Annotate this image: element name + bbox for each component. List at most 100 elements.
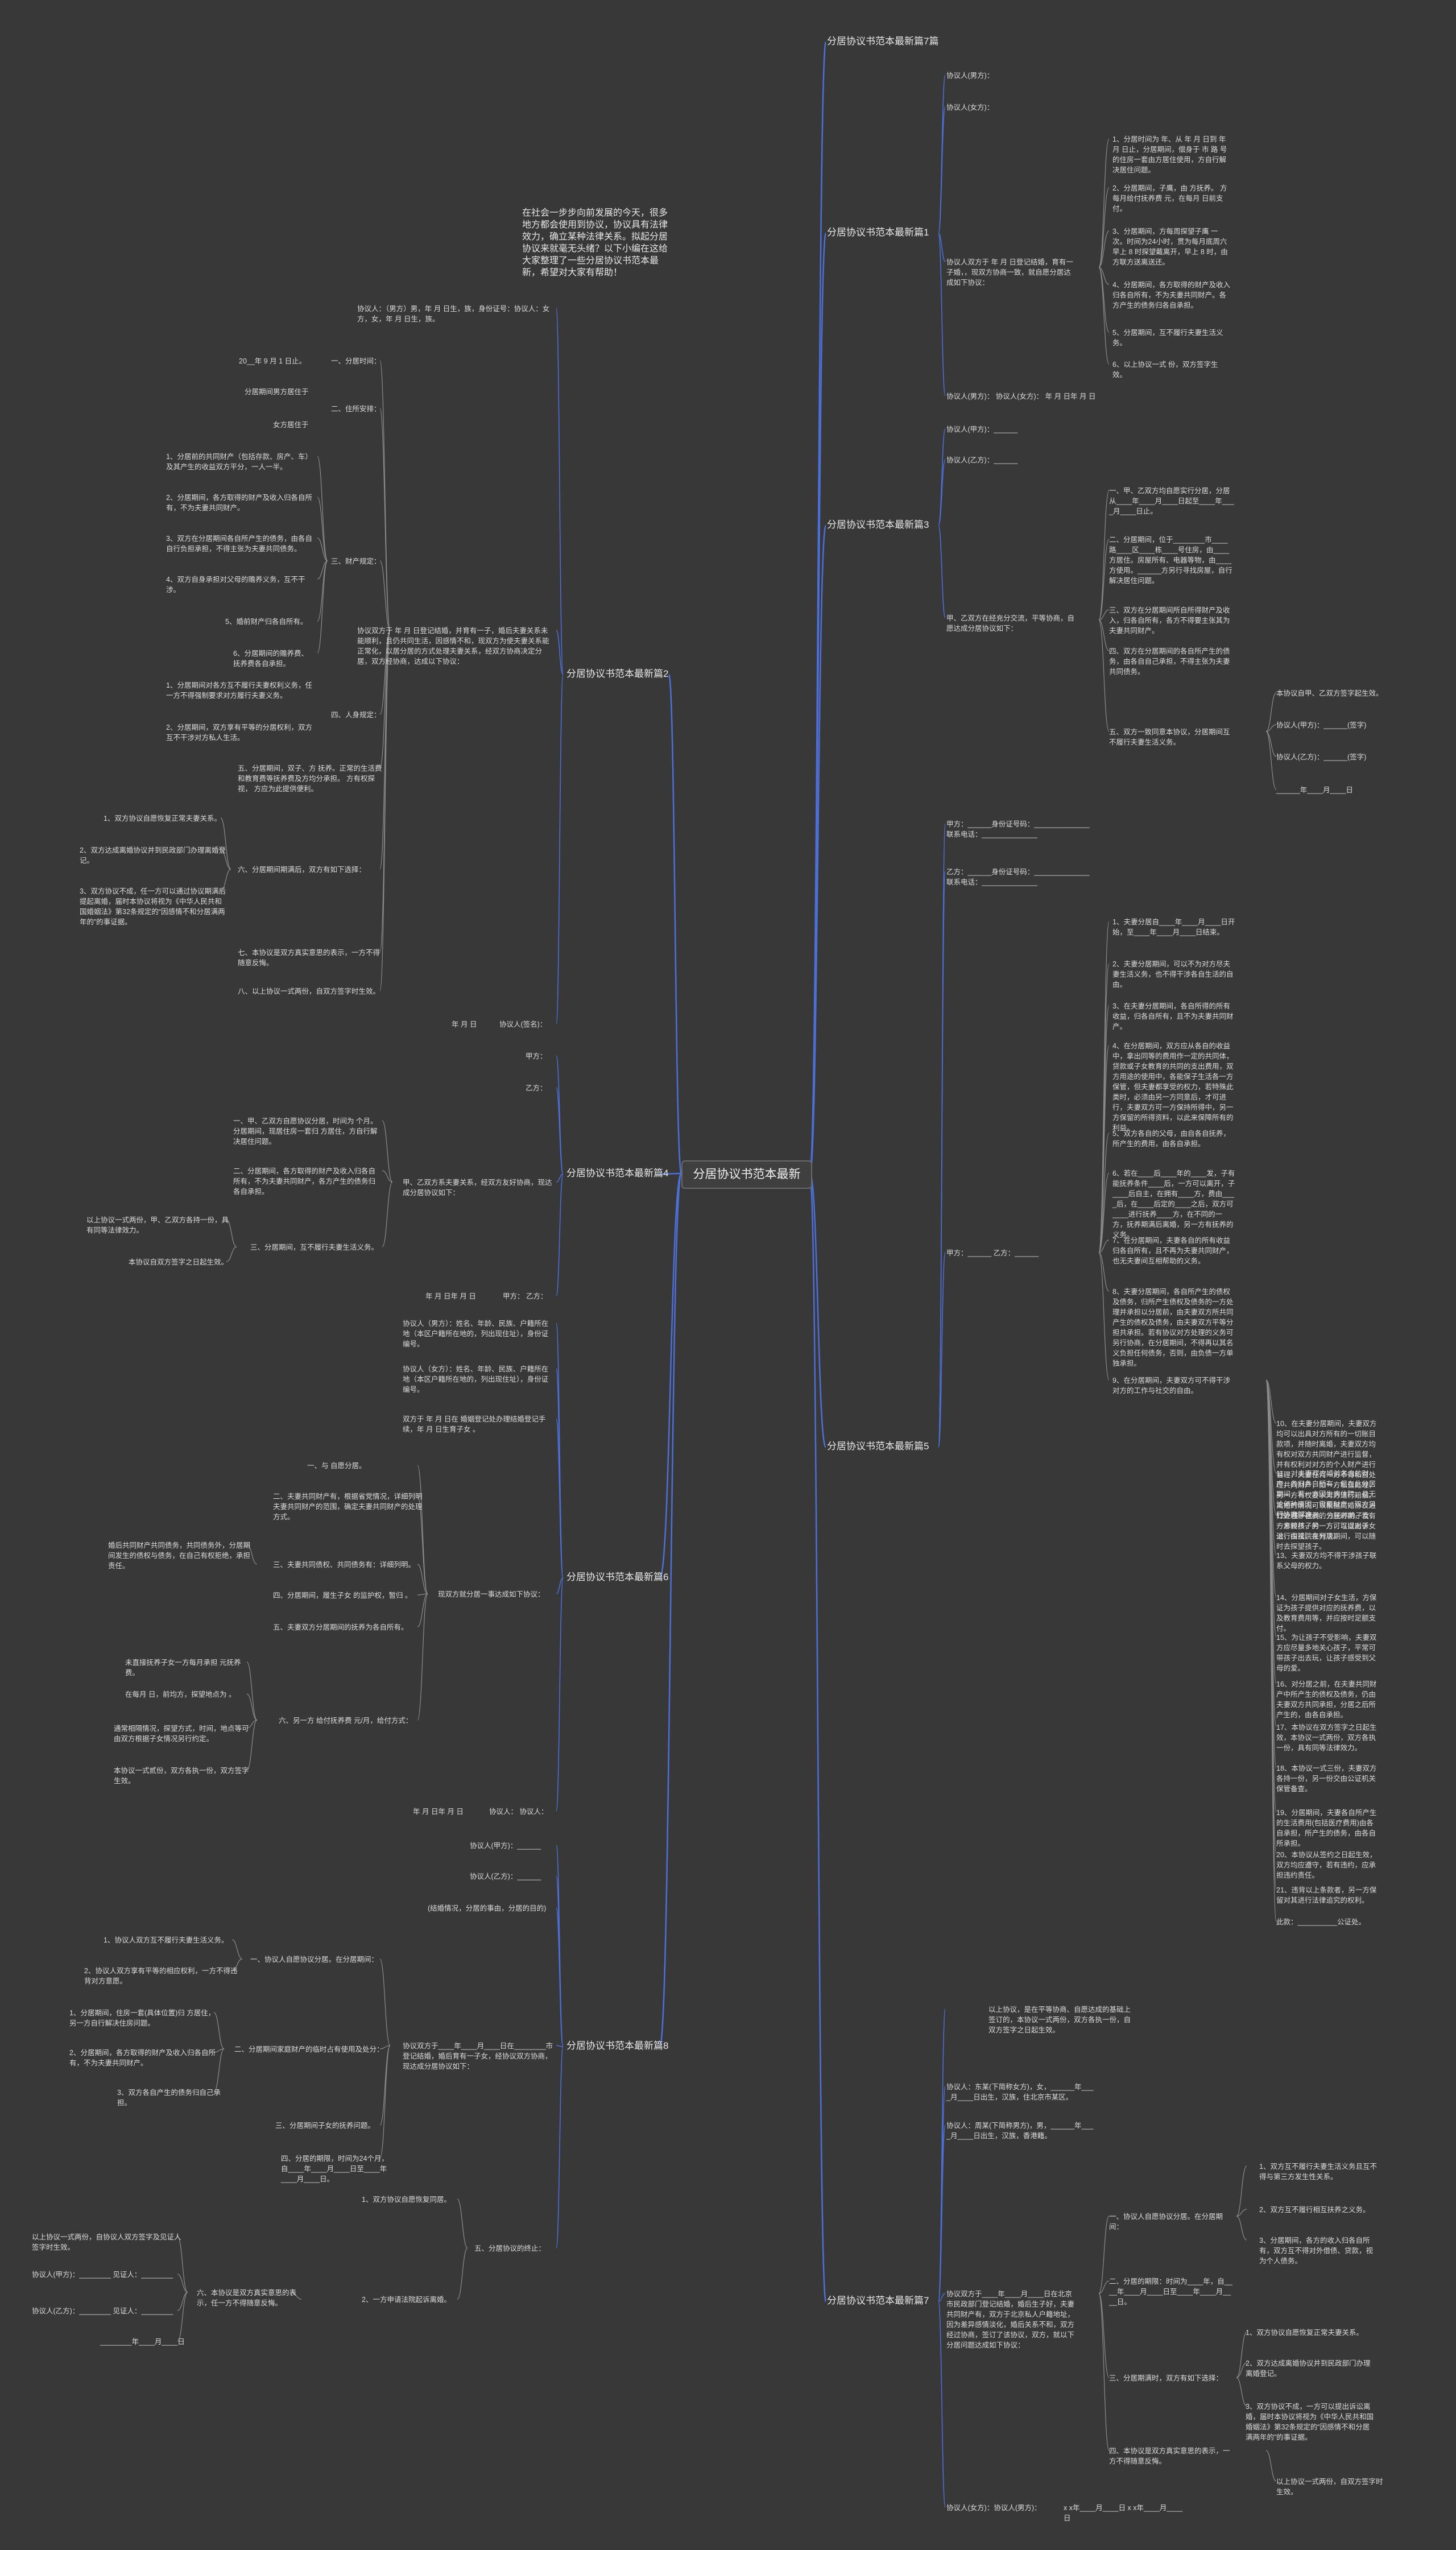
- s8-sub: 1、双方协议自愿恢复同居。: [362, 2196, 451, 2204]
- s6-item: 年 月 日年 月 日: [413, 1808, 464, 1816]
- connector: [291, 2292, 302, 2300]
- connector: [1098, 2293, 1110, 2451]
- s5-sub: 4、在分居期间，双方应从各自的收益中，拿出同等的费用作一定的共同体，贷款或子女教…: [1112, 1042, 1234, 1132]
- s2-sub: 二、住所安排：: [331, 405, 381, 413]
- connector: [556, 1577, 564, 1594]
- connector: [659, 1172, 682, 1579]
- s3-sub: 协议人(甲方)：______(签字): [1276, 721, 1367, 729]
- s6-sub: 通常相隔情况，探望方式，时间，地点等可由双方根据子女情况另行约定。: [114, 1725, 249, 1743]
- s8-sub: 1、协议人双方互不履行夫妻生活义务。: [104, 1936, 229, 1944]
- connector: [938, 525, 946, 618]
- s7-sub: 以上协议一式两份，自双方签字时生效。: [1276, 2478, 1383, 2496]
- s2-item: 协议人：（男方）男，年 月 日生，族，身份证号：协议人：女方，女，年 月 日生，…: [357, 305, 550, 323]
- branch-sample-3[interactable]: 分居协议书范本最新篇3: [827, 519, 929, 530]
- connector: [317, 497, 328, 561]
- connector: [1098, 1252, 1110, 1381]
- connector: [1265, 731, 1277, 790]
- connector: [938, 106, 946, 234]
- connector: [556, 2046, 564, 2249]
- connector: [220, 817, 231, 870]
- s7-sub: 二、分居的期限：时间为____年，自____年____月____日至____年_…: [1109, 2278, 1232, 2306]
- s1-sub: 4、分居期间，各方取得的财产及收入归各自所有，不为夫妻共同财产。各方产生的债务归…: [1112, 281, 1230, 309]
- connector: [1098, 187, 1110, 268]
- s8-sub: 六、本协议是双方真实意思的表示，任一方不得随意反悔。: [197, 2289, 297, 2307]
- branch-sample-8[interactable]: 分居协议书范本最新篇8: [566, 2040, 669, 2051]
- branch-sample-4[interactable]: 分居协议书范本最新篇4: [566, 1168, 669, 1179]
- s1-item: 协议人(男方)： 协议人(女方)： 年 月 日年 月 日: [946, 392, 1096, 400]
- connector: [379, 2045, 391, 2049]
- connector: [246, 1720, 258, 1771]
- connector: [417, 1465, 428, 1594]
- s7-sub: 1、双方互不履行夫妻生活义务且互不得与第三方发生性关系。: [1259, 2163, 1377, 2181]
- connector: [417, 1593, 428, 1627]
- connector: [379, 560, 391, 631]
- s3-sub: ______年____月____日: [1276, 786, 1353, 794]
- connector: [556, 1907, 564, 2047]
- s2-sub: 一、分居时间：: [331, 357, 381, 365]
- s1-sub: 6、以上协议一式 份，双方签字生效。: [1112, 361, 1218, 379]
- s5-sub: 2、夫妻分居期间，可以不为对方尽夫妻生活义务，也不得干涉各自生活的自由。: [1112, 960, 1234, 989]
- branch-sample-5[interactable]: 分居协议书范本最新篇5: [827, 1441, 929, 1452]
- s2-sub: 五、分居期间，双子、方 抚养。正常的生活费和教育费等抚养费及方均分承担。 方有权…: [238, 764, 382, 793]
- s2-sub: 2、分居期间，双方享有平等的分居权利，双方互不干涉对方私人生活。: [166, 724, 312, 742]
- s3-sub: 二、分居期间，位于________市____路____区____栋____号住房…: [1109, 536, 1232, 585]
- connector: [556, 1087, 564, 1175]
- s8-item: 协议双方于____年____月____日在________市登记结婚，婚后育有一…: [403, 2042, 553, 2070]
- s2-sub: 分居期间男方居住于: [245, 388, 309, 396]
- s5-sub: 5、双方各自的父母，由自各自抚养，所产生的费用，由各自承担。: [1112, 1130, 1230, 1148]
- s3-sub: 协议人(乙方)：______(签字): [1276, 753, 1367, 761]
- connector: [246, 1662, 258, 1721]
- branch-overview[interactable]: 分居协议书范本最新篇7篇: [827, 36, 939, 47]
- connector: [938, 428, 946, 526]
- s3-sub: 四、双方在分居期间的各自所产生的债务，由各自自己承担，不得主张为夫妻共同债务。: [1109, 647, 1230, 676]
- s4-item: 年 月 日年 月 日: [425, 1292, 476, 1300]
- connector: [938, 871, 946, 1448]
- connector: [809, 232, 827, 1175]
- branch-sample-1[interactable]: 分居协议书范本最新篇1: [827, 227, 929, 238]
- s7-sub: 1、双方协议自愿恢复正常夫妻关系。: [1246, 2329, 1363, 2337]
- branch-sample-6[interactable]: 分居协议书范本最新篇6: [566, 1572, 669, 1582]
- s2-sub: 六、分居期间期满后，双方有如下选择：: [238, 866, 366, 874]
- branch-sample-7[interactable]: 分居协议书范本最新篇7: [827, 2295, 929, 2306]
- s7-sub: 2、双方互不履行相互扶养之义务。: [1259, 2206, 1370, 2214]
- s8-sub: 1、分居期间，住房一套(具体位置)归 方居住，另一方自行解决住房问题。: [69, 2009, 216, 2027]
- connector: [220, 869, 231, 891]
- connector: [938, 2008, 946, 2302]
- s8-sub: 3、双方各自产生的债务归自己承担。: [117, 2089, 221, 2107]
- connector: [556, 308, 564, 675]
- connector: [1265, 692, 1277, 732]
- s2-sub: 女方居住于: [273, 421, 309, 429]
- s6-sub: 本协议一式贰份，双方各执一份，双方签字生效。: [114, 1767, 249, 1785]
- s5-item: 甲方：______ 乙方：______: [946, 1249, 1039, 1257]
- s3-sub: 本协议自甲、乙双方签字起生效。: [1276, 689, 1383, 697]
- s1-item: 协议人(女方)：: [946, 104, 994, 111]
- connector: [938, 233, 946, 262]
- s3-item: 甲、乙双方在经充分交流，平等协商，自愿达成分居协议如下：: [946, 614, 1075, 633]
- s7-item: 协议双方于____年____月____日在北京市民政部门登记结婚，婚后生子好，夫…: [946, 2290, 1075, 2349]
- s5-sub: 12、孩子抚养，方抚养的子女，方承担孩子的一方，可以对子女进行探视，在分居期间，…: [1276, 1512, 1377, 1551]
- s4-item: 甲、乙双方系夫妻关系，经双方友好协商，现达成分居协议如下：: [403, 1179, 552, 1197]
- connector: [317, 538, 328, 561]
- connector: [809, 41, 827, 1175]
- connector: [213, 2048, 225, 2093]
- s2-sub: 2、分居期间，各方取得的财产及收入归各自所有，不为夫妻共同财产。: [166, 494, 312, 512]
- s7-sub: 一、协议人自愿协议分居。在分居期间：: [1109, 2213, 1223, 2231]
- connector: [317, 560, 328, 580]
- connector: [317, 560, 328, 654]
- s6-sub: 婚后共同财产共同债务，共同债务外，分居期间发生的债权与债务，在自己有权拒绝，承担…: [108, 1541, 251, 1570]
- s4-sub: 二、分居期间，各方取得的财产及收入归各自所有，不为夫妻共同财产，各方产生的债务归…: [233, 1167, 376, 1196]
- s5-sub: 10、在夫妻分居期间，夫妻双方均可以出具对方所有的一切账目款项，并随时离婚，夫妻…: [1276, 1420, 1377, 1540]
- s4-sub: 三、分居期间，互不履行夫妻生活义务。: [250, 1243, 379, 1251]
- s6-sub: 四、分居期间，履生子女 的监护权，暂归 。: [273, 1592, 412, 1600]
- root-topic[interactable]: 分居协议书范本最新: [681, 1160, 812, 1189]
- connector: [1098, 267, 1110, 365]
- s4-sub: 本协议自双方签字之日起生效。: [129, 1258, 229, 1266]
- s3-sub: 三、双方在分居期间所自所得财产及收入，归各自所有，各方不得要主张其为夫妻共同财产…: [1109, 606, 1230, 635]
- s2-item: 年 月 日: [452, 1020, 477, 1028]
- connector: [938, 75, 946, 234]
- s5-sub: 15、为让孩子不受影响，夫妻双方应尽量多地关心孩子，平常可带孩子出去玩，让孩子感…: [1276, 1634, 1377, 1672]
- s3-sub: 五、双方一致同意本协议，分居期间互不履行夫妻生活义务。: [1109, 728, 1230, 746]
- s2-sub: 3、双方协议不成，任一方可以通过协议期满后提起离婚，届时本协议将视为《中华人民共…: [80, 887, 226, 926]
- branch-sample-2[interactable]: 分居协议书范本最新篇2: [566, 668, 669, 679]
- s5-sub: 14、分居期间对子女生活，方保证为孩子提供对应的抚养费，以及教育费用等，并应按时…: [1276, 1594, 1377, 1633]
